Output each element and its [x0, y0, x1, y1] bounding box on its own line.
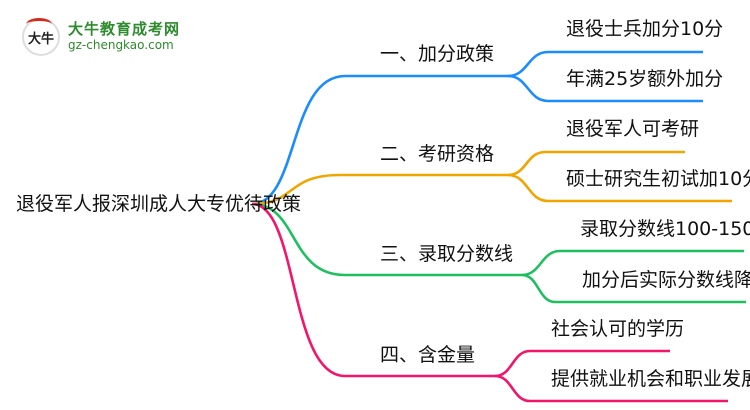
- logo-name: 大牛教育成考网: [68, 20, 181, 38]
- logo-arc-icon: [26, 18, 52, 31]
- branch-4-child-2-line: [494, 374, 728, 403]
- logo: 大牛 大牛教育成考网 gz-chengkao.com: [18, 12, 198, 56]
- branch-1-child-2-line: [507, 74, 703, 103]
- branch-2-child-1-line: [507, 150, 685, 177]
- branch-1-child-2: 年满25岁额外加分: [566, 68, 724, 90]
- branch-3-child-2-line: [521, 273, 746, 304]
- branch-4-child-2: 提供就业机会和职业发展: [551, 368, 750, 390]
- branch-2-label: 二、考研资格: [380, 143, 495, 165]
- branch-1-label: 一、加分政策: [380, 43, 495, 65]
- branch-3-label: 三、录取分数线: [380, 243, 514, 265]
- branch-3-child-1-line: [521, 249, 744, 277]
- branch-1-line: [251, 74, 508, 206]
- branch-3-line: [251, 202, 522, 277]
- branch-2-child-1: 退役军人可考研: [566, 118, 700, 140]
- branch-4-label: 四、含金量: [380, 344, 476, 366]
- logo-url: gz-chengkao.com: [68, 38, 174, 52]
- root-node: 退役军人报深圳成人大专优待政策: [16, 193, 302, 215]
- branch-1-child-1: 退役士兵加分10分: [566, 18, 724, 40]
- branch-2-line: [251, 173, 508, 206]
- logo-glyph: 大牛: [28, 32, 55, 47]
- branch-3-child-2: 加分后实际分数线降低: [582, 269, 750, 291]
- branch-3-child-1: 录取分数线100-150分: [580, 218, 750, 240]
- branch-1-child-1-line: [507, 50, 703, 78]
- branch-4-child-1: 社会认可的学历: [551, 318, 685, 340]
- branch-2-child-2: 硕士研究生初试加10分: [566, 168, 750, 190]
- branch-4-line: [251, 202, 495, 378]
- branch-2-child-2-line: [507, 173, 732, 203]
- branch-4-child-1-line: [494, 349, 670, 378]
